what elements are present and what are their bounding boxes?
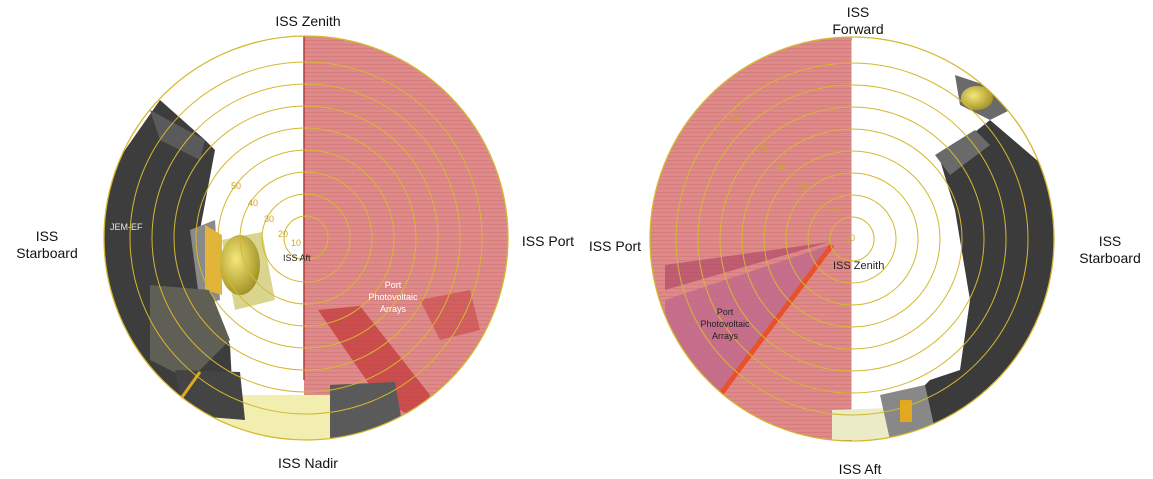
ring-label: 40 [248,198,258,208]
ring [239,171,373,305]
arrays-label-line: Photovoltaic [700,319,750,329]
left-fisheye-view: 10 20 30 40 50 ISS Aft JEM-EF Port Photo… [103,35,509,441]
right-fisheye-view: 10 20 30 40 50 60 ISS Zenith Port Photov… [649,36,1055,442]
left-array-panel-dark [318,306,430,420]
right-elevation-rings [649,36,1055,442]
left-grey-block [150,285,230,380]
ring [173,105,439,371]
ring-label: 10 [291,238,301,248]
label-line: ISS [35,228,59,244]
right-side-label: ISS Starboard [1068,233,1152,267]
right-left-label: ISS Port [588,238,642,254]
arrays-label-line: Arrays [380,304,407,314]
ring [829,216,875,262]
right-array-panel [665,245,830,400]
ring [129,61,483,415]
ring [763,150,941,328]
label-line: ISS [1098,233,1122,249]
left-center-label: ISS Aft [283,253,311,263]
label-line: ISS [846,4,870,20]
ring [785,172,919,306]
right-dome [961,86,993,110]
left-dome [220,235,260,295]
arrays-label-line: Port [385,280,402,290]
arrays-label-line: Port [717,307,734,317]
ring-label: 50 [758,143,768,153]
ring [195,127,417,349]
label-line: Forward [832,21,884,37]
right-array-strip [665,242,830,290]
right-array-hatch [650,37,852,441]
left-structure-edge [150,110,205,160]
left-arm-stripe [178,371,202,401]
left-bottom-label: ISS Nadir [278,455,338,471]
right-top-label: ISS Forward [808,4,908,38]
ring-label: 60 [730,114,740,124]
left-side-label: ISS Starboard [4,228,90,262]
left-jem-yellow [205,225,222,295]
label-line: Starboard [16,245,78,261]
ring-label: 20 [830,206,840,216]
left-ring-labels: 10 20 30 40 50 [231,181,301,248]
arrays-label-line: Photovoltaic [368,292,418,302]
left-nadir-arm [175,370,245,420]
ring-label: 20 [278,229,288,239]
left-right-label: ISS Port [521,233,575,249]
ring [719,106,985,372]
ring [697,84,1007,394]
left-top-label: ISS Zenith [275,13,341,29]
ring [261,193,351,283]
right-ring-labels: 10 20 30 40 50 60 [730,114,855,243]
right-arrays-label: Port Photovoltaic Arrays [700,307,750,341]
right-bottom-label: ISS Aft [838,461,882,477]
label-line: Starboard [1079,250,1141,266]
ring [283,215,329,261]
ring-label: 10 [845,233,855,243]
ring [217,149,395,327]
ring-label: 30 [264,214,274,224]
ring [675,62,1029,416]
right-structure-edge [935,130,990,175]
ring-label: 50 [231,181,241,191]
ring [807,194,897,284]
ring-label: 30 [798,182,808,192]
arrays-label-line: Arrays [712,331,739,341]
right-array-edge [717,243,835,397]
right-aft-block [832,408,900,440]
right-aft-yellow [900,400,912,422]
ring [741,128,963,350]
ring-outer [103,35,509,441]
left-arrays-label: Port Photovoltaic Arrays [368,280,418,314]
left-array-panel [420,290,480,340]
ring-outer [649,36,1055,442]
ring [151,83,461,393]
right-center-label: ISS Zenith [833,260,884,272]
ring-label: 40 [777,162,787,172]
left-elevation-rings [103,35,509,441]
jem-ef-label: JEM-EF [110,222,143,232]
